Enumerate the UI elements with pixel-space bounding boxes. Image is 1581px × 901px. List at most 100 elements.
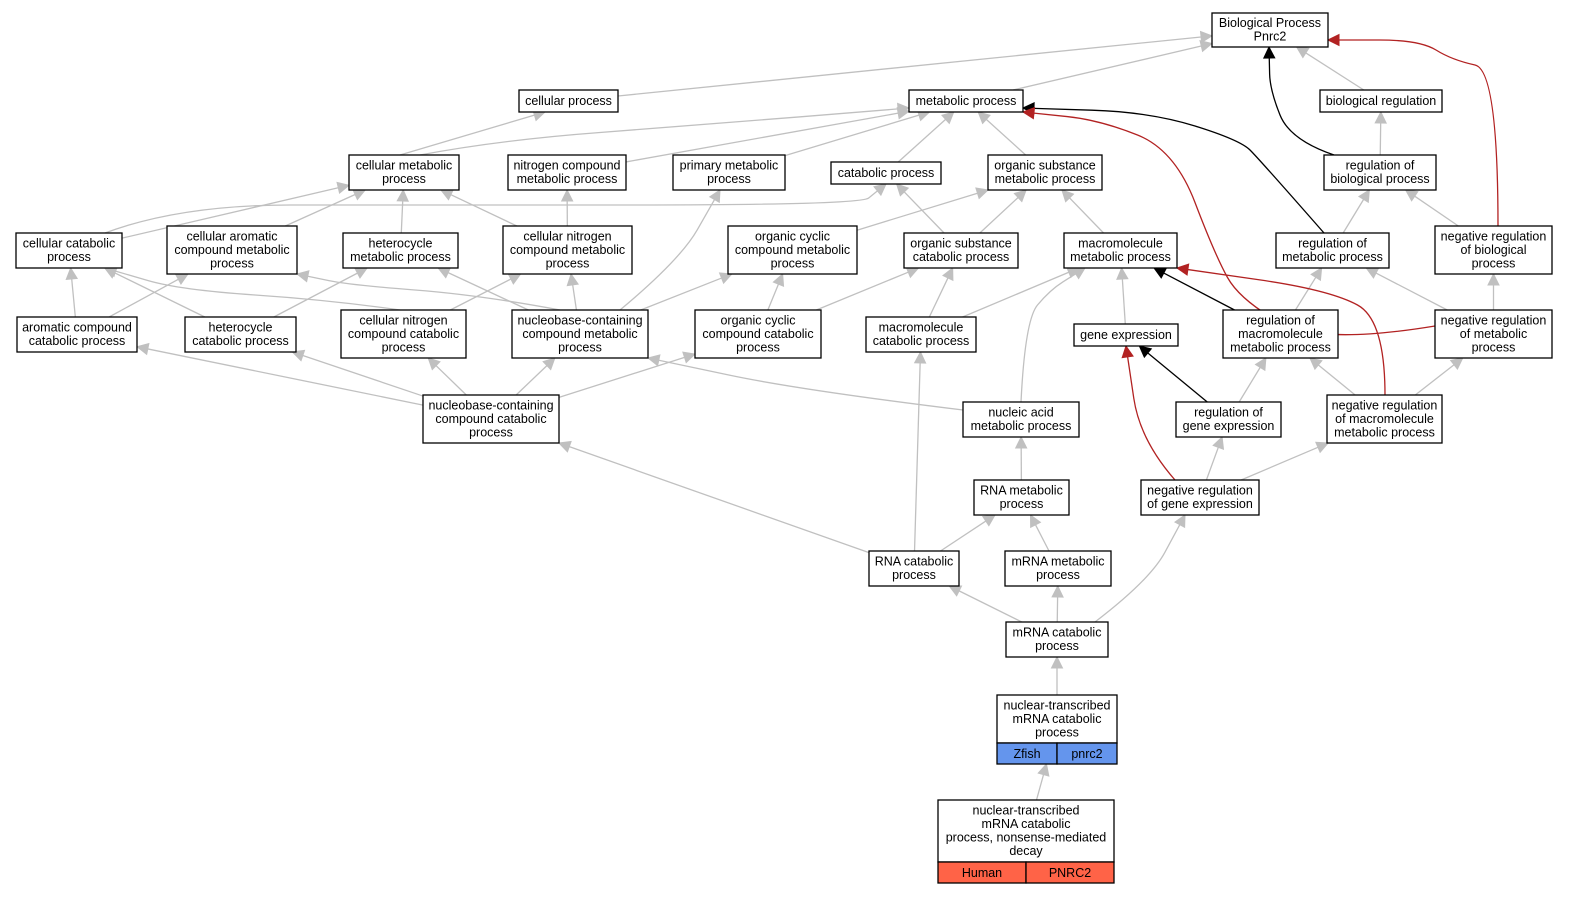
arrowhead-icon (437, 267, 452, 279)
edge-line (1012, 45, 1202, 91)
node-label-line: process (382, 340, 426, 354)
edge-regmacro-to-regmet (1294, 267, 1323, 311)
node-label-line: metabolic process (350, 250, 451, 264)
edge-line (273, 272, 358, 318)
node-label-line: cellular process (525, 94, 612, 108)
edge-cellmet-to-cellproc (399, 109, 547, 156)
edge-line (1020, 273, 1077, 403)
arrowhead-icon (1199, 40, 1214, 53)
edge-mrnacat-to-mrnamet (1051, 584, 1064, 623)
node-box (1073, 323, 1179, 347)
go-term-node-cellproc[interactable]: cellular process (518, 89, 619, 113)
node-box (1004, 550, 1112, 587)
node-label-line: compound metabolic (735, 243, 850, 257)
go-term-node-metproc[interactable]: metabolic process (908, 89, 1024, 113)
edge-line (1187, 268, 1386, 396)
go-term-node-bioreg[interactable]: biological regulation (1319, 89, 1443, 113)
node-box (868, 550, 960, 587)
edge-orgsub-to-metproc (977, 111, 1027, 156)
arrowhead-icon (1029, 514, 1042, 529)
gene-tag: pnrc2 (1071, 747, 1102, 761)
edge-mrnacat-to-rnacat (948, 585, 1023, 623)
edge-hetcat-to-cellcat (103, 267, 206, 318)
node-box (1326, 394, 1443, 444)
edge-line (558, 356, 685, 398)
edge-geneexp-to-macromet (1116, 266, 1129, 325)
edge-line (903, 191, 945, 234)
arrowhead-icon (1199, 30, 1214, 44)
edge-line (617, 36, 1202, 97)
edge-nuccat-to-nucmet (515, 357, 556, 396)
node-box (1434, 309, 1553, 359)
arrowhead-icon (1449, 357, 1464, 371)
node-label-line: negative regulation (1332, 398, 1438, 412)
edge-line (1238, 367, 1261, 403)
go-term-node-geneexp[interactable]: gene expression (1073, 323, 1179, 347)
edge-line (1268, 57, 1335, 156)
edge-line (913, 362, 921, 552)
node-label-line: compound catabolic (348, 327, 459, 341)
arrowhead-icon (1050, 655, 1064, 669)
node-box (908, 89, 1024, 113)
edge-rnacat-to-rnamet (940, 514, 996, 552)
node-label-line: organic substance (994, 159, 1096, 173)
node-box (1211, 12, 1329, 48)
edge-mrnacat-to-neggene (1094, 514, 1186, 623)
edge-line (1342, 199, 1365, 234)
node-label-line: process (736, 340, 780, 354)
edge-line (115, 270, 401, 311)
node-label-line: cellular nitrogen (359, 313, 447, 327)
edge-line (515, 365, 548, 396)
node-label-line: RNA catabolic (875, 555, 954, 569)
edge-nucacid-to-nucmet (646, 354, 964, 411)
edge-line (71, 278, 76, 318)
arrowhead-icon (873, 183, 887, 197)
node-label-line: process (1035, 725, 1079, 739)
edge-orgcyc-to-orgsub (856, 187, 990, 231)
arrowhead-icon (427, 357, 441, 371)
go-term-node-catab[interactable]: catabolic process (830, 161, 942, 185)
edge-line (1034, 524, 1050, 552)
arrowhead-icon (895, 183, 910, 197)
arrowhead-icon (1262, 45, 1276, 59)
arrowhead-icon (1295, 46, 1310, 59)
node-label-line: process (47, 250, 91, 264)
edge-nmd-to-nuctrans (1035, 762, 1050, 801)
arrowhead-icon (1310, 267, 1323, 282)
edge-line (284, 193, 356, 227)
